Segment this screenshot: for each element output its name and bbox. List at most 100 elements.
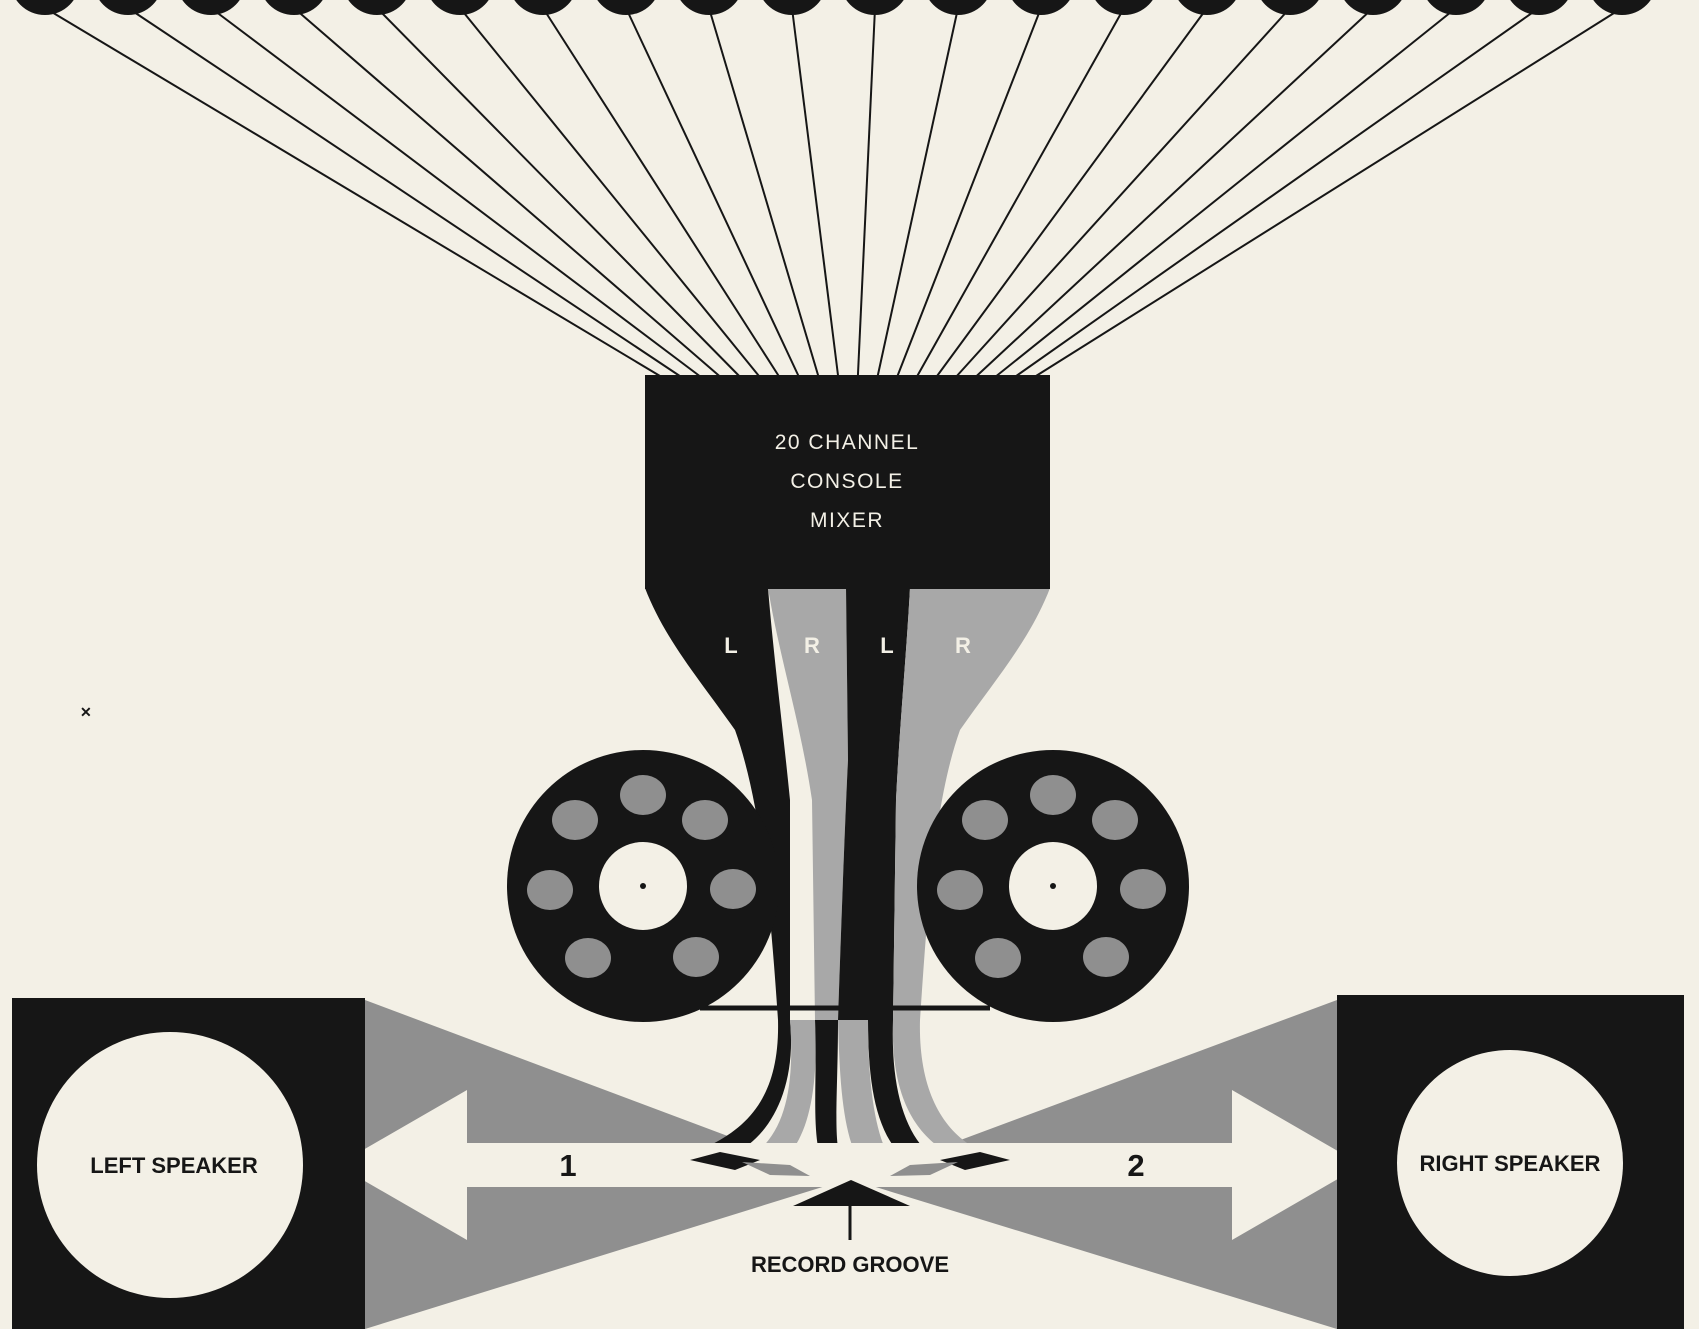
microphone-icon — [1178, 0, 1236, 15]
ribbon-tip — [742, 1162, 810, 1176]
microphone-wire — [293, 7, 721, 377]
record-groove: RECORD GROOVE — [751, 1180, 949, 1277]
microphone-icon — [514, 0, 572, 15]
microphone-icon — [1095, 0, 1153, 15]
microphone-wire — [995, 7, 1457, 377]
groove-ribbons — [700, 1020, 1000, 1178]
reel-window — [1120, 869, 1166, 909]
channel-label-r1: R — [804, 633, 820, 658]
mixer-label-line1: 20 CHANNEL — [775, 431, 920, 454]
microphone-wire — [127, 7, 681, 377]
microphone-wire — [44, 7, 661, 377]
reel-window — [1083, 937, 1129, 977]
microphone-icon — [1427, 0, 1485, 15]
microphone-icon — [763, 0, 821, 15]
microphone-wire — [896, 7, 1042, 377]
reel-spindle — [640, 883, 646, 889]
reel-window — [937, 870, 983, 910]
stylus-triangle — [793, 1180, 910, 1206]
left-speaker-label: LEFT SPEAKER — [90, 1153, 258, 1178]
channel-number-1: 1 — [559, 1148, 576, 1183]
stray-mark: ✕ — [80, 704, 92, 720]
right-speaker-label: RIGHT SPEAKER — [1420, 1151, 1601, 1176]
microphone-icon — [16, 0, 74, 15]
channel-strip-left-2 — [838, 588, 910, 1020]
microphone-icon — [265, 0, 323, 15]
mixer-box — [645, 375, 1050, 589]
microphone-icon — [1510, 0, 1568, 15]
microphone-wire — [210, 7, 701, 377]
ribbon-r1 — [742, 1020, 816, 1170]
ribbon-tip — [940, 1152, 1010, 1170]
ribbon-r2b — [838, 1020, 905, 1178]
tape-channel-funnel — [645, 588, 1050, 1020]
microphone-icon — [680, 0, 738, 15]
microphone-wire — [708, 7, 820, 377]
microphone-wire — [791, 7, 840, 377]
channel-strip-right-1 — [768, 588, 848, 1020]
reel-window — [1092, 800, 1138, 840]
ribbon-r2 — [892, 1020, 1000, 1164]
microphone-wire — [459, 7, 760, 377]
microphone-wire — [1015, 7, 1540, 377]
microphone-wires — [44, 7, 1623, 377]
microphone-wire — [956, 7, 1291, 377]
mixer-label-line3: MIXER — [810, 509, 884, 532]
microphone-icon — [182, 0, 240, 15]
reel-spindle — [1050, 883, 1056, 889]
microphone-icon — [1261, 0, 1319, 15]
microphone-icon — [99, 0, 157, 15]
microphone-wire — [1035, 7, 1623, 377]
microphone-icon — [348, 0, 406, 15]
reel-window — [673, 937, 719, 977]
right-speaker: RIGHT SPEAKER — [1337, 995, 1684, 1329]
channel-strip-left-1 — [645, 588, 790, 1020]
reel-window — [565, 938, 611, 978]
channel-number-2: 2 — [1127, 1148, 1144, 1183]
microphone-icon — [846, 0, 904, 15]
tape-reel-left — [507, 750, 779, 1022]
microphone-wire — [376, 7, 740, 377]
microphone-icon — [431, 0, 489, 15]
reel-window — [962, 800, 1008, 840]
microphone-icon — [1593, 0, 1651, 15]
channel-label-r2: R — [955, 633, 971, 658]
microphone-icon — [929, 0, 987, 15]
microphone-icon — [1012, 0, 1070, 15]
microphone-icon — [597, 0, 655, 15]
console-mixer: 20 CHANNEL CONSOLE MIXER — [645, 375, 1050, 589]
microphone-wire — [856, 7, 876, 377]
reel-window — [975, 938, 1021, 978]
mixer-label-line2: CONSOLE — [790, 470, 903, 493]
record-groove-label: RECORD GROOVE — [751, 1252, 949, 1277]
ribbon-tips — [690, 1152, 1010, 1176]
microphone-row — [16, 0, 1651, 15]
microphone-wire — [936, 7, 1208, 377]
microphone-wire — [916, 7, 1125, 377]
channel-strip-right-2 — [893, 588, 1050, 1020]
reel-window — [552, 800, 598, 840]
reel-window — [710, 869, 756, 909]
right-speaker-cone — [1397, 1050, 1623, 1276]
ribbon-l1 — [700, 1020, 792, 1158]
microphone-wire — [542, 7, 780, 377]
microphone-icon — [1344, 0, 1402, 15]
ribbon-tip — [890, 1162, 958, 1176]
ribbon-tip — [690, 1152, 760, 1170]
channel-label-l1: L — [724, 633, 737, 658]
reel-window — [1030, 775, 1076, 815]
ribbon-l2b — [868, 1020, 955, 1175]
reel-window — [682, 800, 728, 840]
microphone-wire — [975, 7, 1374, 377]
reel-window — [620, 775, 666, 815]
left-speaker-cone — [37, 1032, 303, 1298]
reel-window — [527, 870, 573, 910]
microphone-wire — [625, 7, 800, 377]
ribbon-l2 — [815, 1020, 850, 1178]
channel-label-l2: L — [880, 633, 893, 658]
tape-reel-right — [917, 750, 1189, 1022]
microphone-wire — [876, 7, 959, 377]
left-speaker: LEFT SPEAKER — [12, 998, 365, 1329]
